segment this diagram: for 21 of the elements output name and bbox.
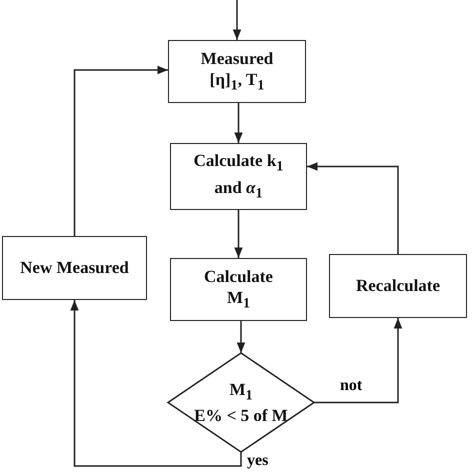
process-box	[329, 254, 467, 318]
node-text: New Measured	[20, 257, 129, 279]
arrow	[232, 0, 242, 40]
node-text: Calculate M$_{1}$	[203, 266, 274, 314]
node-text: M$_{1}$	[229, 378, 253, 405]
arrow	[234, 210, 243, 258]
node-text: E% < 5 of M	[194, 404, 288, 426]
arrow	[314, 318, 402, 404]
arrow	[234, 103, 243, 143]
process-box	[170, 258, 307, 321]
arrow	[70, 300, 242, 467]
node-text: Calculate k$_{1}$ and α$_{1}$	[192, 150, 284, 203]
process-box	[168, 40, 306, 103]
arrow	[236, 321, 246, 353]
process-box	[170, 143, 307, 210]
node-text: Measured [η]$_{1}$, T$_{1}$	[200, 48, 274, 96]
arrow	[74, 66, 168, 236]
arrow	[307, 162, 399, 254]
decision-diamond	[166, 352, 316, 453]
node-text: Recalculate	[356, 275, 440, 297]
process-box	[2, 236, 147, 300]
